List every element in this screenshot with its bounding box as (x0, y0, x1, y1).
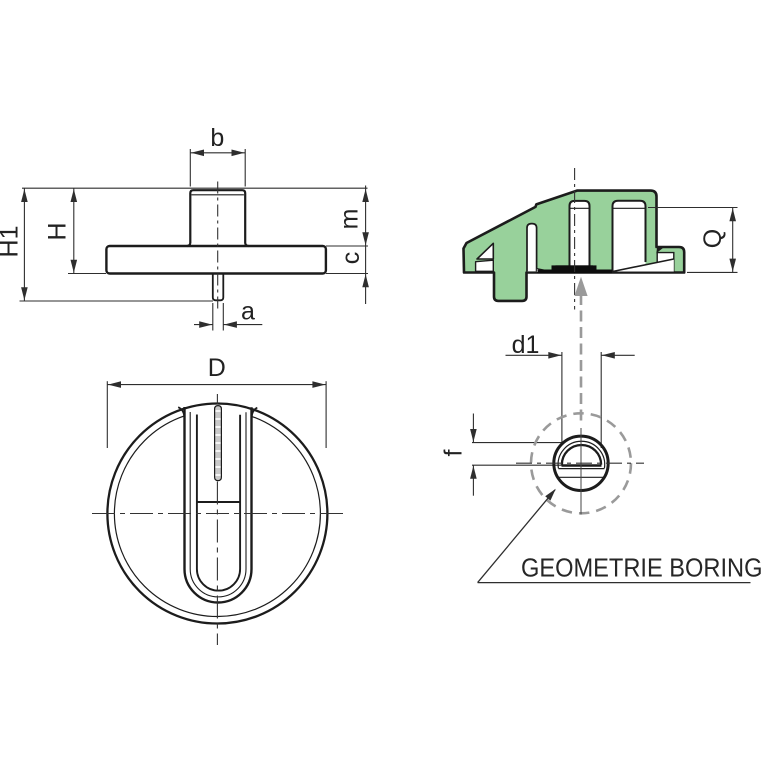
svg-text:GEOMETRIE BORING: GEOMETRIE BORING (521, 553, 763, 583)
svg-text:d1: d1 (512, 331, 540, 359)
svg-text:Q: Q (699, 229, 727, 248)
svg-text:m: m (336, 209, 364, 230)
svg-text:H1: H1 (0, 226, 24, 258)
svg-text:f: f (440, 449, 468, 456)
svg-text:H: H (44, 222, 72, 240)
svg-text:c: c (337, 252, 365, 265)
svg-text:b: b (210, 124, 224, 152)
svg-text:a: a (241, 298, 255, 326)
svg-text:D: D (208, 354, 226, 382)
